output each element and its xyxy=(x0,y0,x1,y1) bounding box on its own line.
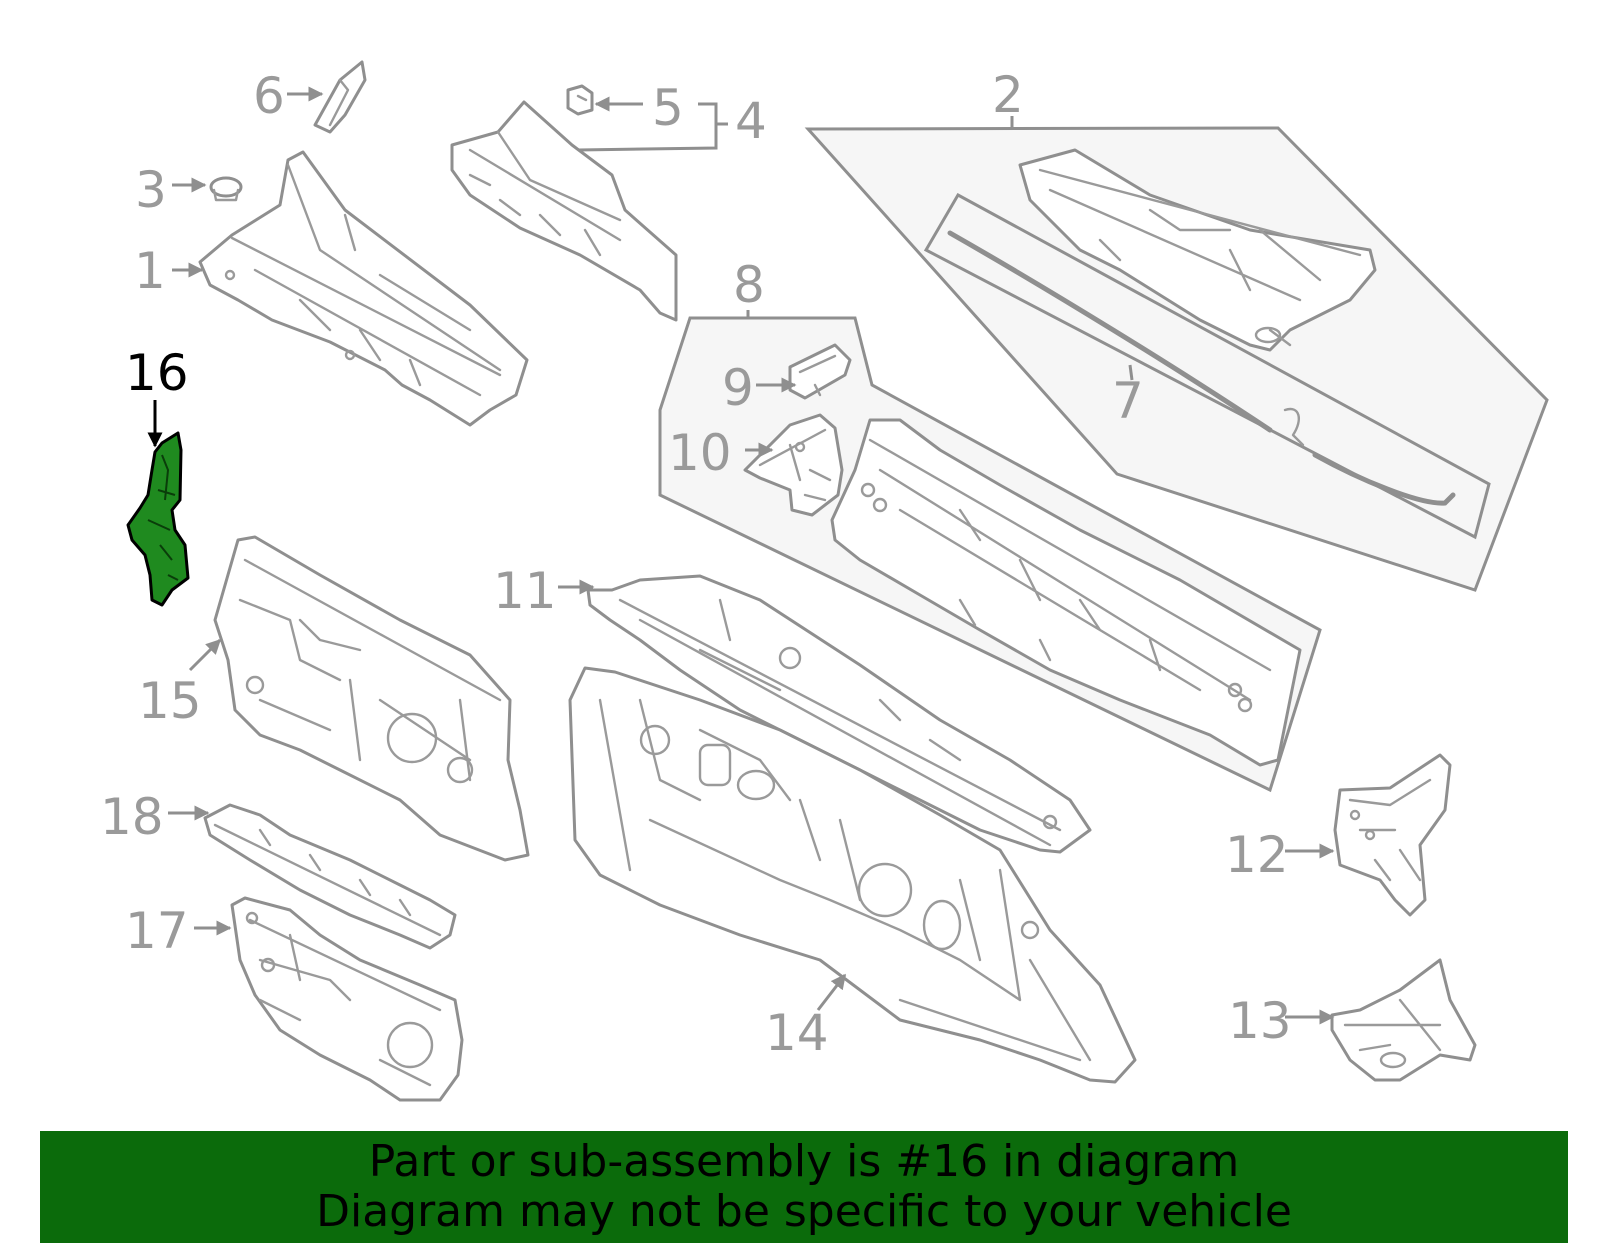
banner-line-1: Part or sub-assembly is #16 in diagram xyxy=(368,1136,1240,1187)
callout-11: 11 xyxy=(493,562,557,620)
part-6-clip xyxy=(313,60,367,134)
callout-9: 9 xyxy=(722,359,754,417)
callout-2: 2 xyxy=(992,66,1024,124)
info-banner: Part or sub-assembly is #16 in diagram D… xyxy=(40,1131,1568,1243)
callout-1: 1 xyxy=(134,242,166,300)
part-5-nut xyxy=(566,84,594,116)
part-14-dash-panel xyxy=(568,666,1137,1084)
part-18-seal xyxy=(203,803,457,950)
callout-13: 13 xyxy=(1228,992,1292,1050)
callout-10: 10 xyxy=(668,424,732,482)
part-11-cross-member xyxy=(586,574,1092,854)
group-box-2 xyxy=(804,126,1549,592)
callout-7: 7 xyxy=(1112,372,1144,430)
part-8-cowl-lower xyxy=(830,418,1302,767)
part-1-cowl-panel xyxy=(198,150,529,427)
part-17-insulator xyxy=(230,896,464,1102)
callout-4: 4 xyxy=(735,92,767,150)
callout-8: 8 xyxy=(733,256,765,314)
part-13-bracket xyxy=(1330,958,1477,1082)
callout-18: 18 xyxy=(100,788,164,846)
part-15-dash-insulator xyxy=(213,535,530,862)
callout-17: 17 xyxy=(125,902,189,960)
part-2-cowl-upper xyxy=(1018,148,1377,352)
part-3-grommet xyxy=(209,176,243,202)
part-4-cowl-extension xyxy=(450,100,678,322)
callout-14: 14 xyxy=(765,1004,829,1062)
callout-labels: 1 2 3 4 5 6 7 8 9 10 11 12 13 14 15 16 1… xyxy=(100,66,1292,1062)
callout-5: 5 xyxy=(652,79,684,137)
part-10-bracket xyxy=(743,413,844,517)
callout-6: 6 xyxy=(253,67,285,125)
part-7-seal xyxy=(947,230,1456,506)
part-12-bracket xyxy=(1333,753,1452,917)
callout-16: 16 xyxy=(125,344,189,402)
callout-12: 12 xyxy=(1225,826,1289,884)
leader-lines xyxy=(147,86,1335,1025)
part-16-highlighted xyxy=(126,431,190,607)
callout-15: 15 xyxy=(138,672,202,730)
banner-line-2: Diagram may not be specific to your vehi… xyxy=(316,1186,1292,1237)
callout-3: 3 xyxy=(135,161,167,219)
